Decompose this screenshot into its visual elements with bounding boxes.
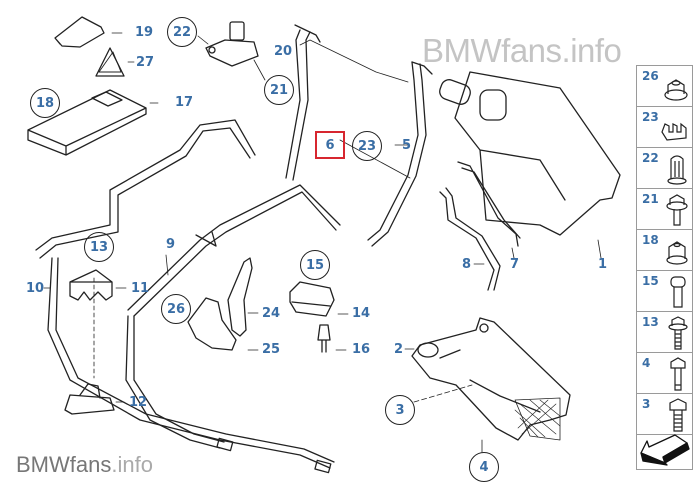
sidebar-item-label: 22 bbox=[642, 151, 659, 165]
callout-1[interactable]: 1 bbox=[598, 257, 608, 272]
callout-9[interactable]: 9 bbox=[166, 237, 176, 252]
part-11-bracket bbox=[69, 269, 113, 301]
watermark-top: BMWfans.info bbox=[422, 32, 622, 69]
callout-7[interactable]: 7 bbox=[510, 257, 520, 272]
part-12-clip bbox=[64, 383, 115, 415]
callout-17[interactable]: 17 bbox=[175, 95, 194, 110]
sidebar-item-26[interactable]: 26 bbox=[637, 66, 692, 107]
callout-24[interactable]: 24 bbox=[262, 306, 281, 321]
collar-nut-icon bbox=[664, 79, 688, 101]
sidebar-item-15[interactable]: 15 bbox=[637, 271, 692, 312]
socket-bolt-icon bbox=[670, 276, 686, 308]
callout-12[interactable]: 12 bbox=[129, 395, 148, 410]
part-8-line bbox=[439, 187, 501, 291]
sidebar-item-label: 15 bbox=[642, 274, 659, 288]
cap-nut-icon bbox=[667, 155, 687, 185]
callout-2[interactable]: 2 bbox=[394, 342, 404, 357]
callout-14[interactable]: 14 bbox=[352, 306, 371, 321]
hex-screw-icon bbox=[669, 398, 687, 432]
sidebar-item-21[interactable]: 21 bbox=[637, 189, 692, 230]
callout-15[interactable]: 15 bbox=[300, 250, 330, 280]
sidebar-item-label: 18 bbox=[642, 233, 659, 247]
callout-20[interactable]: 20 bbox=[274, 44, 293, 59]
sidebar-item-23[interactable]: 23 bbox=[637, 107, 692, 148]
callout-6-highlighted[interactable]: 6 bbox=[315, 131, 345, 159]
sidebar-item-4[interactable]: 4 bbox=[637, 353, 692, 394]
u-clip-icon bbox=[661, 122, 687, 141]
callout-8[interactable]: 8 bbox=[462, 257, 472, 272]
pipe-5 bbox=[367, 61, 427, 247]
sidebar-item-18[interactable]: 18 bbox=[637, 230, 692, 271]
part-2-pedal-bracket bbox=[411, 317, 571, 441]
part-7-line bbox=[457, 161, 521, 247]
callout-22[interactable]: 22 bbox=[167, 17, 197, 47]
callout-18[interactable]: 18 bbox=[30, 88, 60, 118]
sidebar-item-label: 21 bbox=[642, 192, 659, 206]
callout-11[interactable]: 11 bbox=[131, 281, 150, 296]
pipe-long-upper bbox=[35, 119, 256, 259]
sidebar-item-13[interactable]: 13 bbox=[637, 312, 692, 353]
sidebar-item-label: 3 bbox=[642, 397, 651, 411]
part-25-bracket bbox=[187, 297, 237, 351]
callout-5[interactable]: 5 bbox=[402, 138, 412, 153]
callout-26[interactable]: 26 bbox=[161, 294, 191, 324]
back-arrow-icon bbox=[640, 434, 690, 466]
pipe-20 bbox=[285, 29, 311, 181]
hex-nut-icon bbox=[666, 241, 688, 265]
callout-10[interactable]: 10 bbox=[26, 281, 45, 296]
sidebar-item-label: 4 bbox=[642, 356, 651, 370]
hex-bolt-icon bbox=[670, 357, 686, 391]
back-arrow-button[interactable] bbox=[637, 431, 692, 469]
callout-21[interactable]: 21 bbox=[264, 75, 294, 105]
callout-27[interactable]: 27 bbox=[136, 55, 155, 70]
part-16-stud bbox=[317, 324, 331, 353]
part-24-bracket bbox=[227, 257, 253, 337]
watermark-bottom-main: BMWfans bbox=[16, 452, 112, 477]
hex-bolt-washer-icon bbox=[666, 194, 688, 226]
callout-23[interactable]: 23 bbox=[352, 131, 382, 161]
callout-4[interactable]: 4 bbox=[469, 452, 499, 482]
callout-19[interactable]: 19 bbox=[135, 25, 154, 40]
part-14-mount bbox=[289, 281, 335, 317]
sidebar-item-label: 13 bbox=[642, 315, 659, 329]
watermark-bottom: BMWfans.info bbox=[16, 452, 153, 478]
pipe-10 bbox=[47, 257, 335, 469]
pipe-9 bbox=[127, 184, 341, 317]
part-17-control-unit bbox=[27, 89, 147, 156]
sidebar-item-22[interactable]: 22 bbox=[637, 148, 692, 189]
part-1-valve-block bbox=[454, 71, 621, 236]
part-22-sensor bbox=[205, 39, 259, 67]
bolt-washer-icon bbox=[668, 316, 688, 350]
watermark-bottom-suffix: .info bbox=[111, 452, 153, 477]
fastener-sidebar: 26 23 22 21 18 15 13 4 bbox=[636, 65, 693, 470]
callout-16[interactable]: 16 bbox=[352, 342, 371, 357]
part-19-pad bbox=[54, 16, 105, 48]
callout-13[interactable]: 13 bbox=[84, 232, 114, 262]
callout-25[interactable]: 25 bbox=[262, 342, 281, 357]
sidebar-item-label: 26 bbox=[642, 69, 659, 83]
pipe-lower bbox=[125, 315, 225, 449]
callout-3[interactable]: 3 bbox=[385, 395, 415, 425]
sidebar-item-label: 23 bbox=[642, 110, 659, 124]
sidebar-item-3[interactable]: 3 bbox=[637, 394, 692, 435]
